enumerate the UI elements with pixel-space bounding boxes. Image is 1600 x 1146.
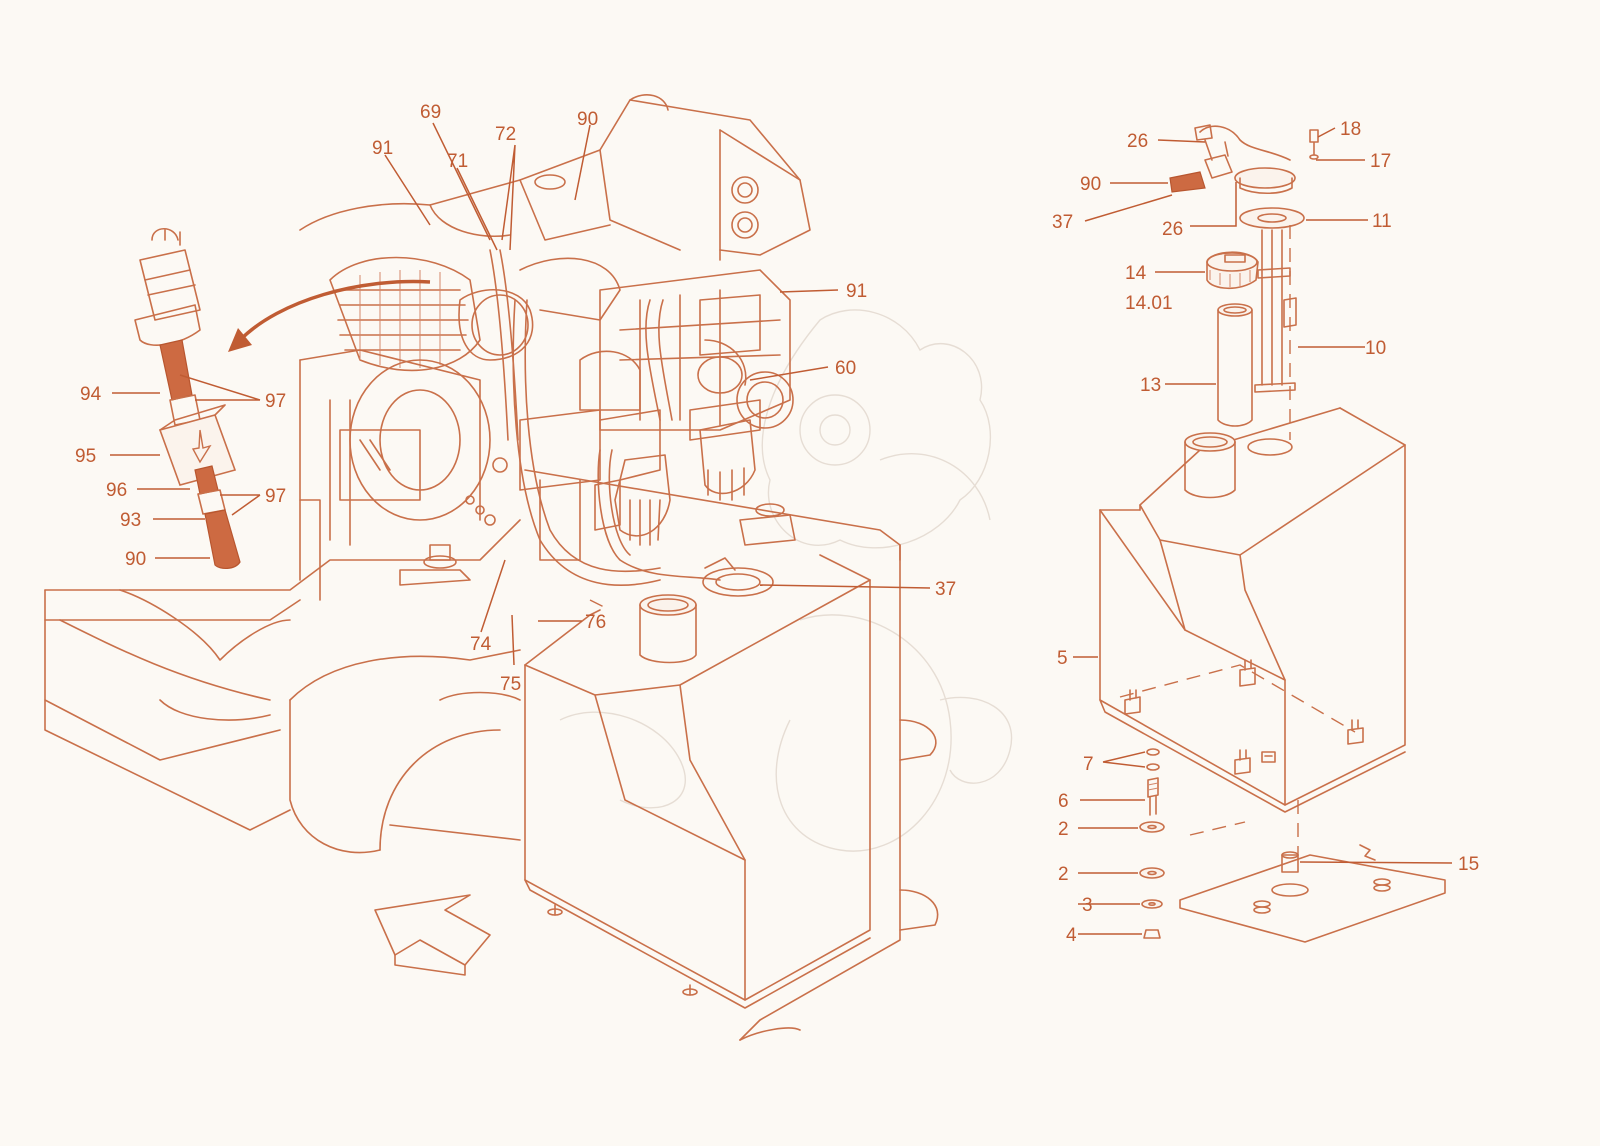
label-71: 71 <box>447 151 468 172</box>
label-37: 37 <box>935 579 956 600</box>
engine-assembly <box>119 94 811 661</box>
label-17: 17 <box>1370 151 1391 172</box>
fuel-filters <box>489 249 774 597</box>
label-90-left: 90 <box>125 549 146 570</box>
fuel-tank-installed <box>524 554 871 1009</box>
inline-filter-detail <box>134 227 241 569</box>
label-7: 7 <box>1083 754 1094 775</box>
label-10: 10 <box>1365 338 1386 359</box>
tank-top-parts <box>1169 124 1319 440</box>
label-4: 4 <box>1066 925 1077 946</box>
label-97-bottom: 97 <box>265 486 286 507</box>
label-74: 74 <box>470 634 492 655</box>
label-91: 91 <box>372 138 393 159</box>
label-5: 5 <box>1057 648 1068 669</box>
label-90-right: 90 <box>1080 174 1101 195</box>
label-96: 96 <box>106 480 127 501</box>
machine-chassis <box>44 469 939 1041</box>
label-15: 15 <box>1458 854 1479 875</box>
label-76: 76 <box>585 612 606 633</box>
fuel-tank-exploded <box>1099 407 1406 813</box>
label-6: 6 <box>1058 791 1069 812</box>
label-93: 93 <box>120 510 141 531</box>
label-11: 11 <box>1372 211 1392 232</box>
label-18: 18 <box>1340 119 1361 140</box>
label-91-right: 91 <box>846 281 867 302</box>
label-14-01: 14.01 <box>1125 293 1173 314</box>
label-2-top: 2 <box>1058 819 1069 840</box>
label-26-top: 26 <box>1127 131 1148 152</box>
label-60: 60 <box>835 358 856 379</box>
label-3: 3 <box>1082 895 1093 916</box>
callout-curved-arrow <box>228 279 431 352</box>
direction-arrow-icon <box>374 894 491 976</box>
label-94: 94 <box>80 384 102 405</box>
label-90: 90 <box>577 109 598 130</box>
label-69: 69 <box>420 102 441 123</box>
label-26-bottom: 26 <box>1162 219 1183 240</box>
label-72: 72 <box>495 124 516 145</box>
label-13: 13 <box>1140 375 1161 396</box>
label-37-right: 37 <box>1052 212 1073 233</box>
mounting-hardware <box>1139 748 1446 943</box>
part-number-labels: 69 72 90 91 71 91 60 94 97 95 96 97 93 9… <box>75 102 1479 946</box>
label-95: 95 <box>75 446 96 467</box>
leader-lines <box>110 122 1453 935</box>
label-97-top: 97 <box>265 391 286 412</box>
label-75: 75 <box>500 674 521 695</box>
watermark-mascot <box>559 309 1013 852</box>
label-14: 14 <box>1125 263 1147 284</box>
label-2-bottom: 2 <box>1058 864 1069 885</box>
